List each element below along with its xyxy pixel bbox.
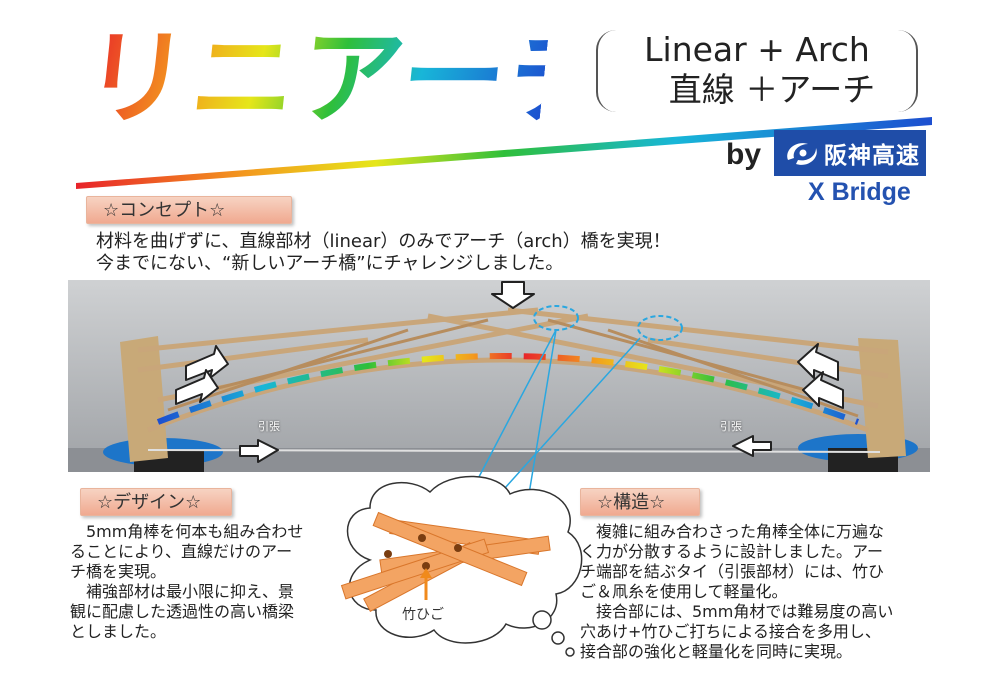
subtitle-line-2: 直線 ＋アーチ bbox=[668, 70, 876, 109]
concept-heading: ☆コンセプト☆ bbox=[86, 196, 292, 224]
structure-line: 接合部には、5mm角材では難易度の高い穴あけ+竹ひご打ちによる接合を多用し、接合… bbox=[580, 602, 894, 661]
sponsor-logo-text: 阪神高速 bbox=[824, 143, 920, 169]
joint-detail-bubble bbox=[340, 475, 583, 657]
structure-text: 複雑に組み合わさった角棒全体に万遍なく力が分散するように設計しました。アーチ端部… bbox=[580, 522, 910, 662]
tension-label-left: 引張 bbox=[258, 420, 280, 433]
concept-line: 材料を曲げずに、直線部材（linear）のみでアーチ（arch）橋を実現！ bbox=[96, 231, 671, 252]
structure-line: 複雑に組み合わさった角棒全体に万遍なく力が分散するように設計しました。アーチ端部… bbox=[580, 522, 885, 601]
bridge-photo-illustration bbox=[68, 280, 930, 472]
bridge-photo bbox=[68, 280, 930, 472]
sponsor-logo: 阪神高速 bbox=[774, 130, 926, 176]
by-label: by bbox=[726, 138, 762, 171]
tension-label-right: 引張 bbox=[720, 420, 742, 433]
subtitle-box: Linear + Arch 直線 ＋アーチ bbox=[596, 30, 918, 112]
design-text: 5mm角棒を何本も組み合わせることにより、直線だけのアーチ橋を実現。 補強部材は… bbox=[70, 522, 332, 642]
subtitle-line-1: Linear + Arch bbox=[644, 30, 870, 69]
concept-line: 今までにない、“新しいアーチ橋”にチャレンジしました。 bbox=[96, 253, 564, 274]
bamboo-pin-label: 竹ひご bbox=[402, 607, 444, 623]
design-line: 補強部材は最小限に抑え、景観に配慮した透過性の高い橋梁としました。 bbox=[70, 582, 295, 641]
rainbow-sweep-decoration bbox=[76, 117, 932, 189]
design-line: 5mm角棒を何本も組み合わせることにより、直線だけのアーチ橋を実現。 bbox=[70, 522, 304, 581]
concept-text: 材料を曲げずに、直線部材（linear）のみでアーチ（arch）橋を実現！ 今ま… bbox=[96, 231, 671, 275]
hanshin-logo-icon bbox=[787, 143, 817, 165]
team-name: X Bridge bbox=[808, 178, 911, 206]
structure-heading: ☆構造☆ bbox=[580, 488, 700, 516]
design-heading: ☆デザイン☆ bbox=[80, 488, 232, 516]
